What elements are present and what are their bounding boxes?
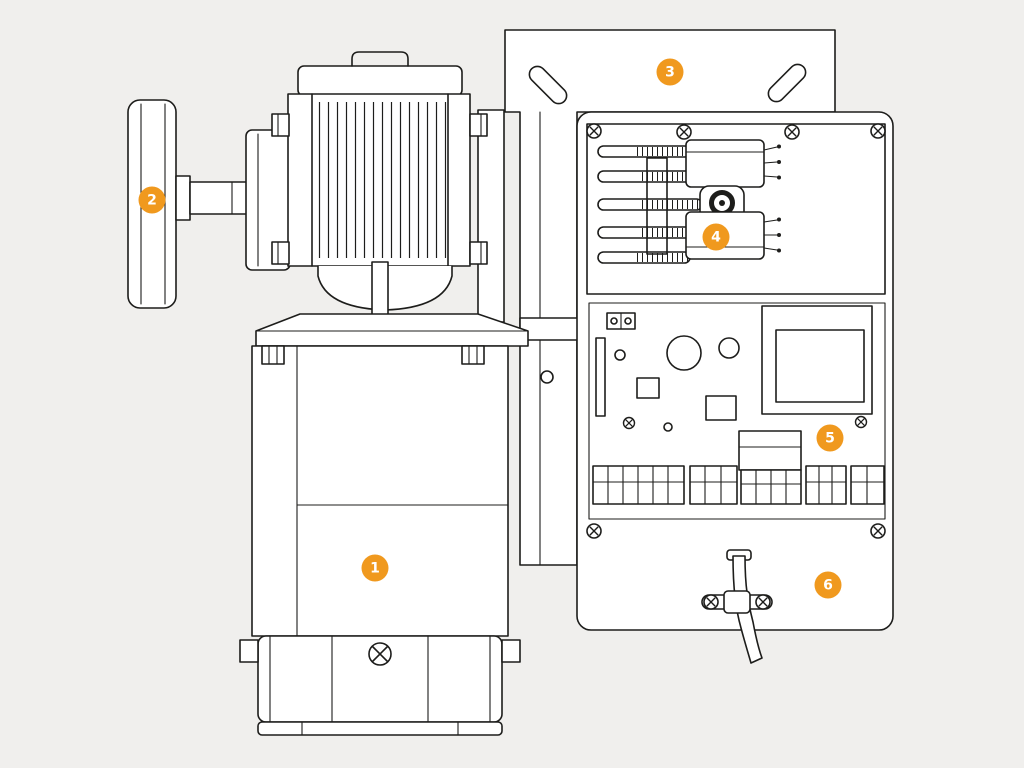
terminal-block-4 — [805, 465, 847, 505]
pcb-screw — [854, 415, 868, 429]
switch-pin — [777, 217, 781, 222]
cable-clamp — [701, 590, 773, 614]
pcb-connector — [606, 312, 636, 330]
terminal-block-1 — [592, 465, 685, 505]
callout-2-drive-wheel: 2 — [138, 186, 166, 214]
clamp-screw — [755, 594, 771, 610]
wheel-hub — [175, 175, 191, 221]
plate-hole — [540, 370, 554, 384]
motor-body — [271, 51, 488, 267]
gearbox-flange — [245, 129, 291, 271]
callout-5-control-board: 5 — [816, 424, 844, 452]
tie-bolt — [271, 241, 290, 265]
panel-screw — [870, 523, 886, 539]
motor-housing — [251, 345, 509, 637]
tie-bolt — [469, 113, 488, 137]
worm-screw — [646, 157, 668, 255]
plate-slot-left — [528, 65, 568, 105]
flange-bolt — [461, 345, 485, 365]
pcb-screw — [622, 416, 636, 430]
side-bolt — [501, 639, 521, 663]
callout-6-cable-entry: 6 — [814, 571, 842, 599]
switch-pin — [777, 160, 781, 164]
pcb-hole — [614, 349, 626, 361]
worm-thread — [640, 228, 700, 237]
mounting-base — [255, 313, 529, 347]
clamp-screw — [703, 594, 719, 610]
callout-3-mounting-plate: 3 — [656, 58, 684, 86]
tie-bolt — [271, 113, 290, 137]
pcb-component — [705, 395, 737, 421]
pcb-hole — [663, 422, 673, 432]
display-module — [761, 305, 873, 415]
buzzer — [666, 335, 702, 371]
control-board — [588, 302, 886, 520]
tie-bolt — [469, 241, 488, 265]
motor-top-cap — [297, 65, 463, 97]
drive-assembly — [127, 51, 488, 317]
pcb-component — [636, 377, 660, 399]
worm-thread — [640, 172, 700, 181]
panel-screw — [784, 124, 800, 140]
worm-thread — [640, 200, 700, 209]
pcb-header — [595, 337, 606, 417]
terminal-block-5 — [850, 465, 885, 505]
capacitor — [718, 337, 740, 359]
callout-4-limit-switch-assembly: 4 — [702, 223, 730, 251]
motor-base — [239, 635, 521, 736]
support-bracket — [477, 109, 505, 323]
relay — [738, 430, 802, 471]
fan-housing — [317, 261, 453, 317]
base-foot-strip — [257, 721, 503, 736]
base-screw — [368, 642, 392, 666]
cable-entry — [701, 549, 773, 664]
motor-fins — [313, 102, 447, 258]
lifting-handle — [351, 51, 409, 67]
worm-thread — [634, 253, 688, 262]
flange-bolt — [261, 345, 285, 365]
plate-slot-right — [767, 63, 807, 103]
panel-screw — [586, 123, 602, 139]
switch-pin — [777, 175, 781, 180]
panel-screw — [676, 124, 692, 140]
worm-thread — [634, 147, 688, 156]
side-bolt — [239, 639, 259, 663]
switch-pin — [777, 248, 781, 253]
panel-screw — [586, 523, 602, 539]
terminal-block-2 — [689, 465, 738, 505]
switch-pin — [777, 144, 781, 149]
switch-pin — [777, 233, 781, 237]
flange-tab — [519, 317, 581, 341]
panel-screw — [870, 123, 886, 139]
drive-shaft — [189, 181, 251, 215]
shaft-rod — [371, 261, 389, 317]
callout-1-motor-housing: 1 — [361, 554, 389, 582]
terminal-block-3 — [740, 469, 802, 505]
